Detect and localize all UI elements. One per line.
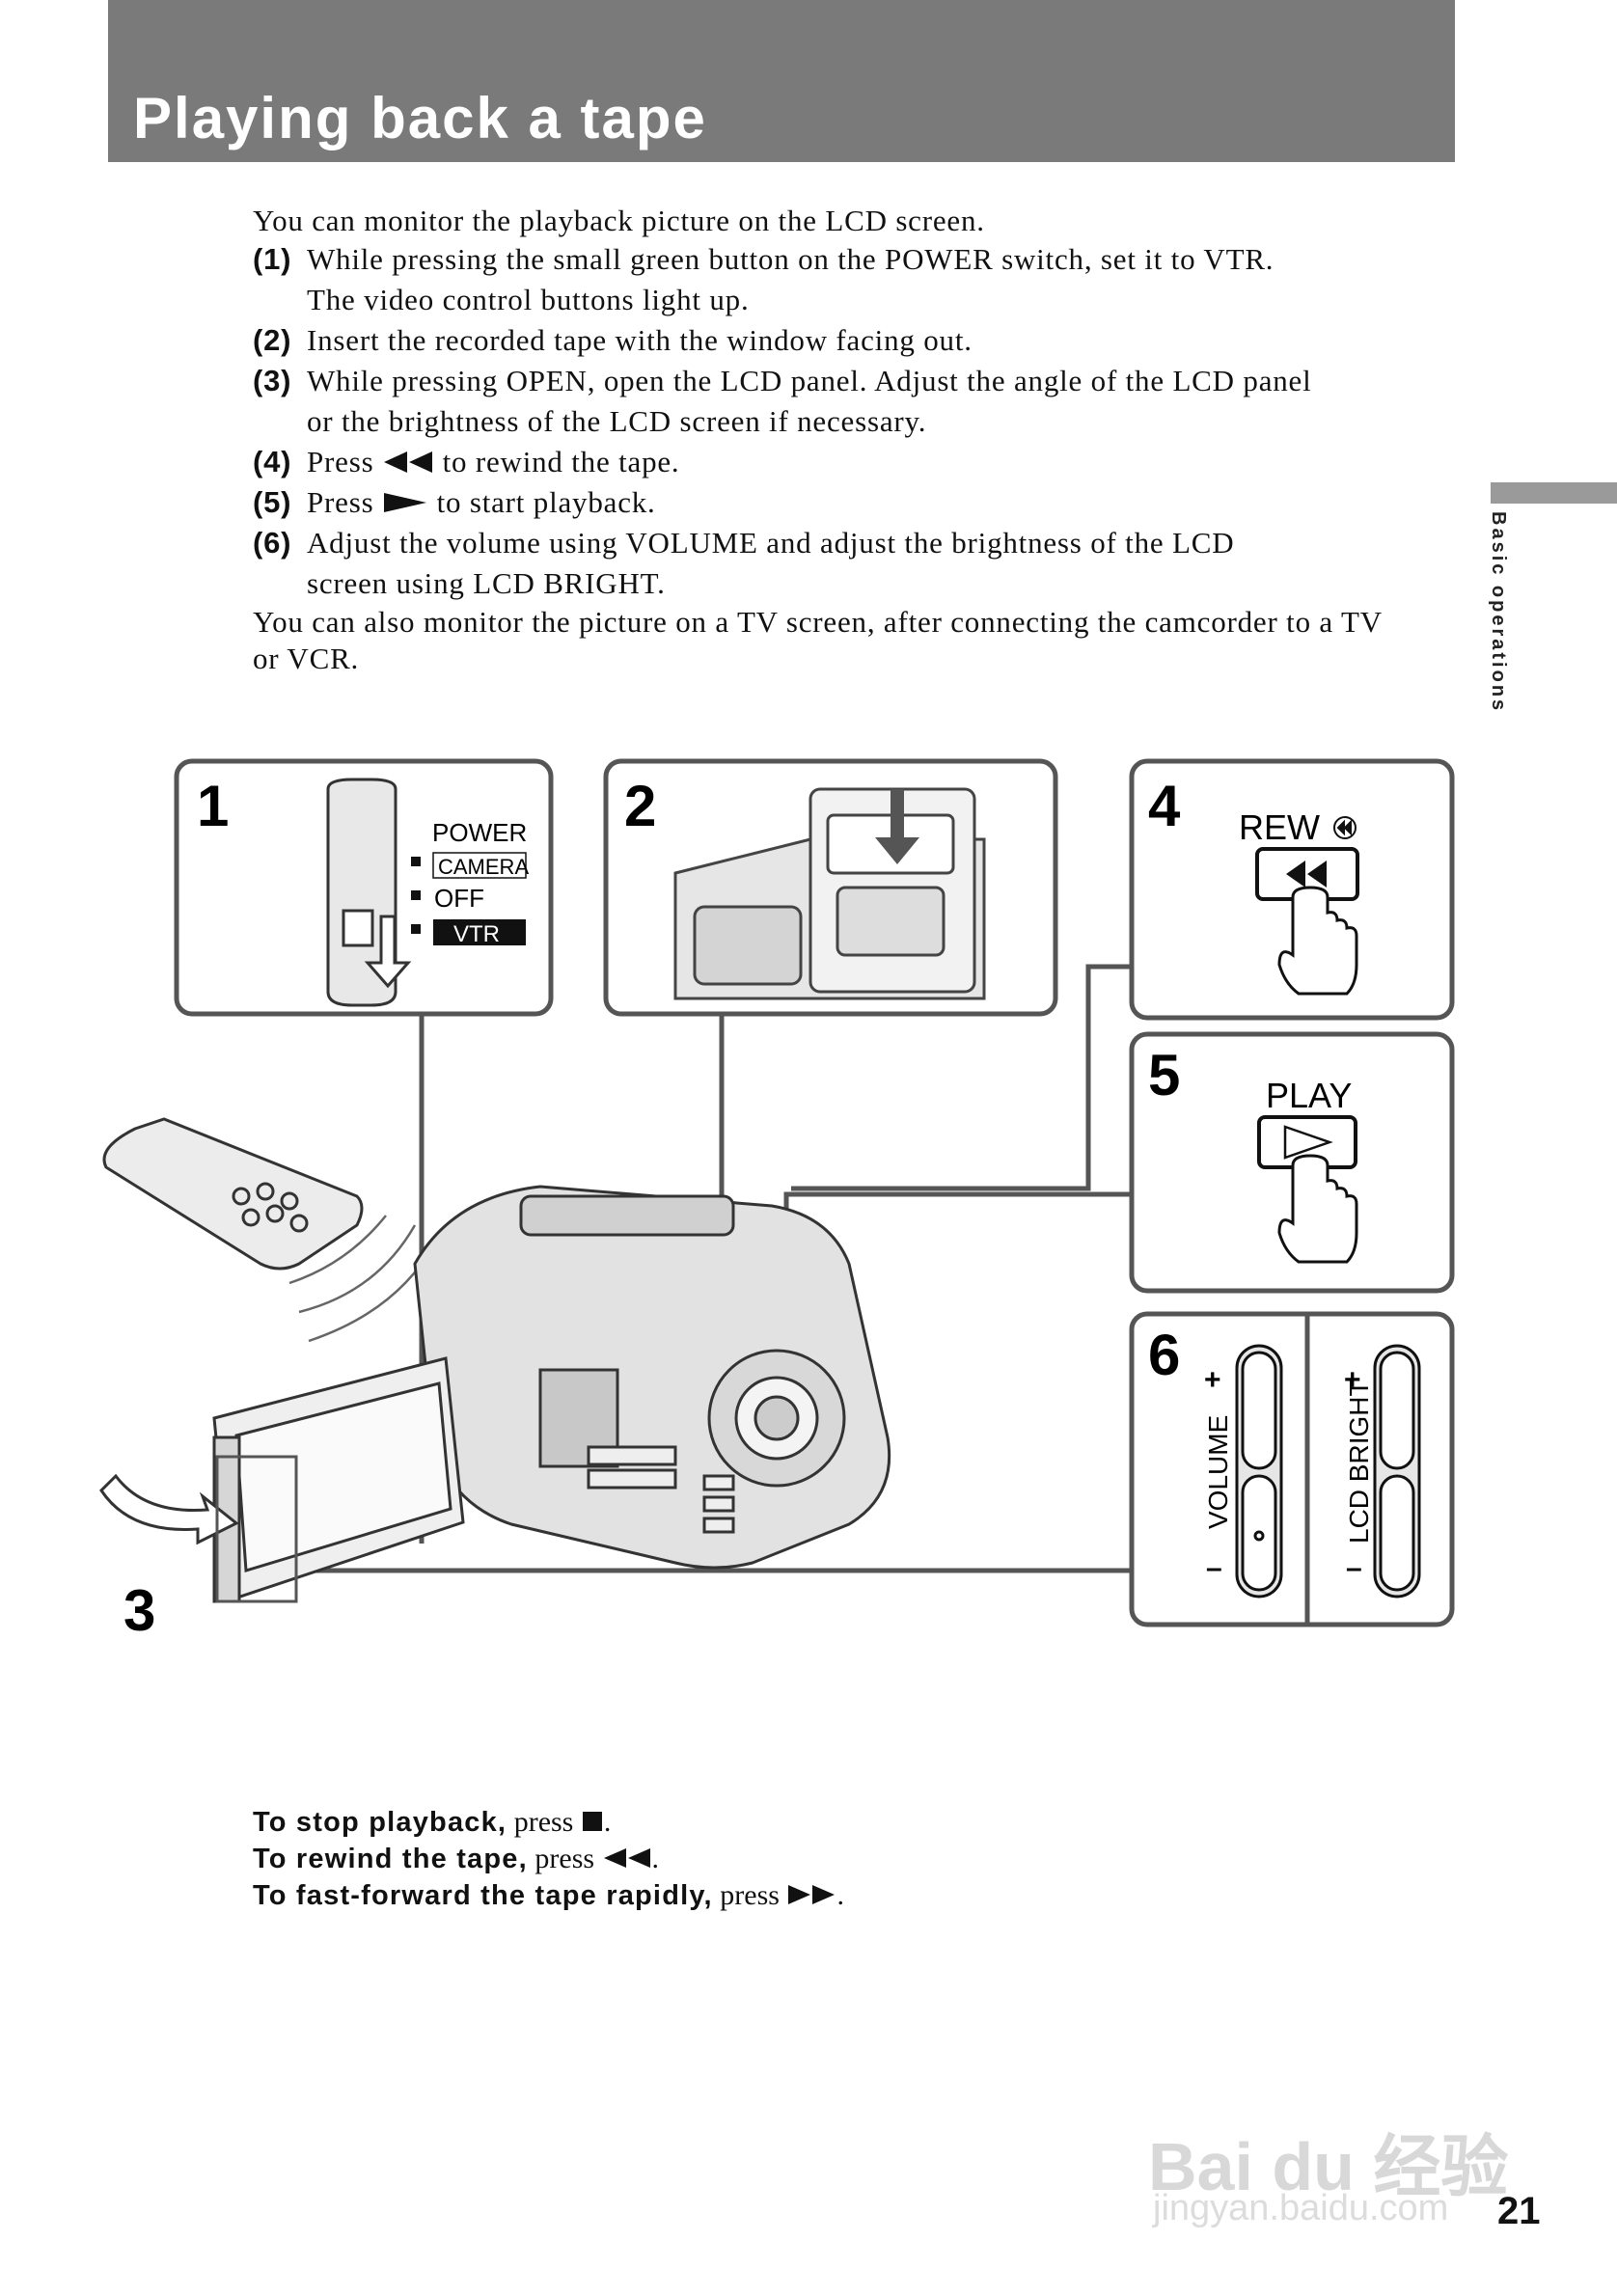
lcd-bright-plus: + xyxy=(1344,1364,1361,1396)
side-tab-bar xyxy=(1491,482,1617,504)
step-4-number: (4) xyxy=(253,445,292,478)
pointing-hand-icon xyxy=(1277,886,1358,996)
lcd-bright-rocker xyxy=(1373,1344,1421,1599)
step-1-line-1: While pressing the small green button on… xyxy=(307,242,1274,276)
page-title: Playing back a tape xyxy=(133,86,707,150)
down-arrow-icon xyxy=(364,915,412,989)
play-label: PLAY xyxy=(1266,1076,1352,1115)
side-tab-label: Basic operations xyxy=(1488,511,1509,714)
step-3-line-2: or the brightness of the LCD screen if n… xyxy=(307,404,927,438)
lcd-bright-minus: – xyxy=(1346,1552,1362,1584)
panel-1-frame xyxy=(174,758,554,1017)
volume-minus: – xyxy=(1206,1552,1222,1584)
intro-text: You can monitor the playback picture on … xyxy=(253,204,985,237)
stop-playback-line: To stop playback, press . xyxy=(253,1806,612,1838)
step-4-line: Press to rewind the tape. xyxy=(307,445,680,478)
step-1-number: (1) xyxy=(253,242,292,276)
page-number: 21 xyxy=(1497,2190,1541,2232)
panel-5-number: 5 xyxy=(1148,1043,1180,1107)
off-label: OFF xyxy=(434,884,484,913)
volume-plus: + xyxy=(1204,1364,1221,1396)
rew-label: REW xyxy=(1239,807,1320,847)
camcorder-illustration xyxy=(212,1185,891,1603)
panel-6-frame xyxy=(1129,1311,1455,1627)
power-label: POWER xyxy=(432,818,527,847)
rew-button-icon xyxy=(1286,861,1327,888)
baidu-watermark: Bai du 经验 xyxy=(1148,2129,1509,2204)
vtr-label: VTR xyxy=(453,921,500,947)
header-bar xyxy=(108,0,1455,162)
panel-5-frame xyxy=(1129,1031,1455,1294)
step-1-line-2: The video control buttons light up. xyxy=(307,283,750,316)
lcd-button-callout xyxy=(215,1455,298,1603)
fast-forward-line: To fast-forward the tape rapidly, press … xyxy=(253,1879,844,1911)
step-5-line: Press to start playback. xyxy=(307,485,656,519)
step-3-number: (3) xyxy=(253,364,292,397)
step-6-line-1: Adjust the volume using VOLUME and adjus… xyxy=(307,526,1235,560)
step-6-number: (6) xyxy=(253,526,292,560)
panel-1-number: 1 xyxy=(197,774,229,838)
rew-small-icon xyxy=(1333,816,1357,839)
fast-forward-icon xyxy=(788,1885,836,1904)
playback-illustration: 1 2 4 5 6 3 POWER CAMERA OFF VTR REW PLA… xyxy=(99,758,1455,1643)
rewind-tape-line: To rewind the tape, press . xyxy=(253,1843,660,1874)
stop-icon xyxy=(582,1812,602,1831)
power-switch-illustration xyxy=(326,778,397,1007)
cassette-compartment-illustration xyxy=(673,787,986,1000)
remote-control-illustration xyxy=(102,1117,364,1271)
panel-2-frame xyxy=(603,758,1058,1017)
outro-line-2: or VCR. xyxy=(253,642,360,675)
play-button-icon xyxy=(1283,1125,1333,1160)
panel-6-number: 6 xyxy=(1148,1323,1180,1387)
step-2-number: (2) xyxy=(253,323,292,357)
step-2-line-1: Insert the recorded tape with the window… xyxy=(307,323,973,357)
volume-rocker xyxy=(1235,1344,1283,1599)
step-5-number: (5) xyxy=(253,485,292,519)
panel-4-number: 4 xyxy=(1148,774,1181,838)
lcd-bright-label: LCD BRIGHT xyxy=(1344,1380,1374,1544)
step-6-line-2: screen using LCD BRIGHT. xyxy=(307,566,666,600)
camera-label: CAMERA xyxy=(438,855,529,879)
cassette-down-arrow-icon xyxy=(875,789,919,864)
panel-2-number: 2 xyxy=(624,774,656,838)
panel-4-frame xyxy=(1129,758,1455,1021)
rewind-icon xyxy=(384,451,433,473)
outro-line-1: You can also monitor the picture on a TV… xyxy=(253,605,1383,639)
rewind-icon-2 xyxy=(603,1848,650,1868)
step-3-line-1: While pressing OPEN, open the LCD panel.… xyxy=(307,364,1312,397)
play-icon xyxy=(384,493,427,512)
baidu-watermark-url: jingyan.baidu.com xyxy=(1153,2188,1449,2228)
volume-label: VOLUME xyxy=(1203,1415,1233,1529)
pointing-hand-icon-2 xyxy=(1277,1154,1358,1264)
panel-3-number: 3 xyxy=(123,1578,155,1643)
